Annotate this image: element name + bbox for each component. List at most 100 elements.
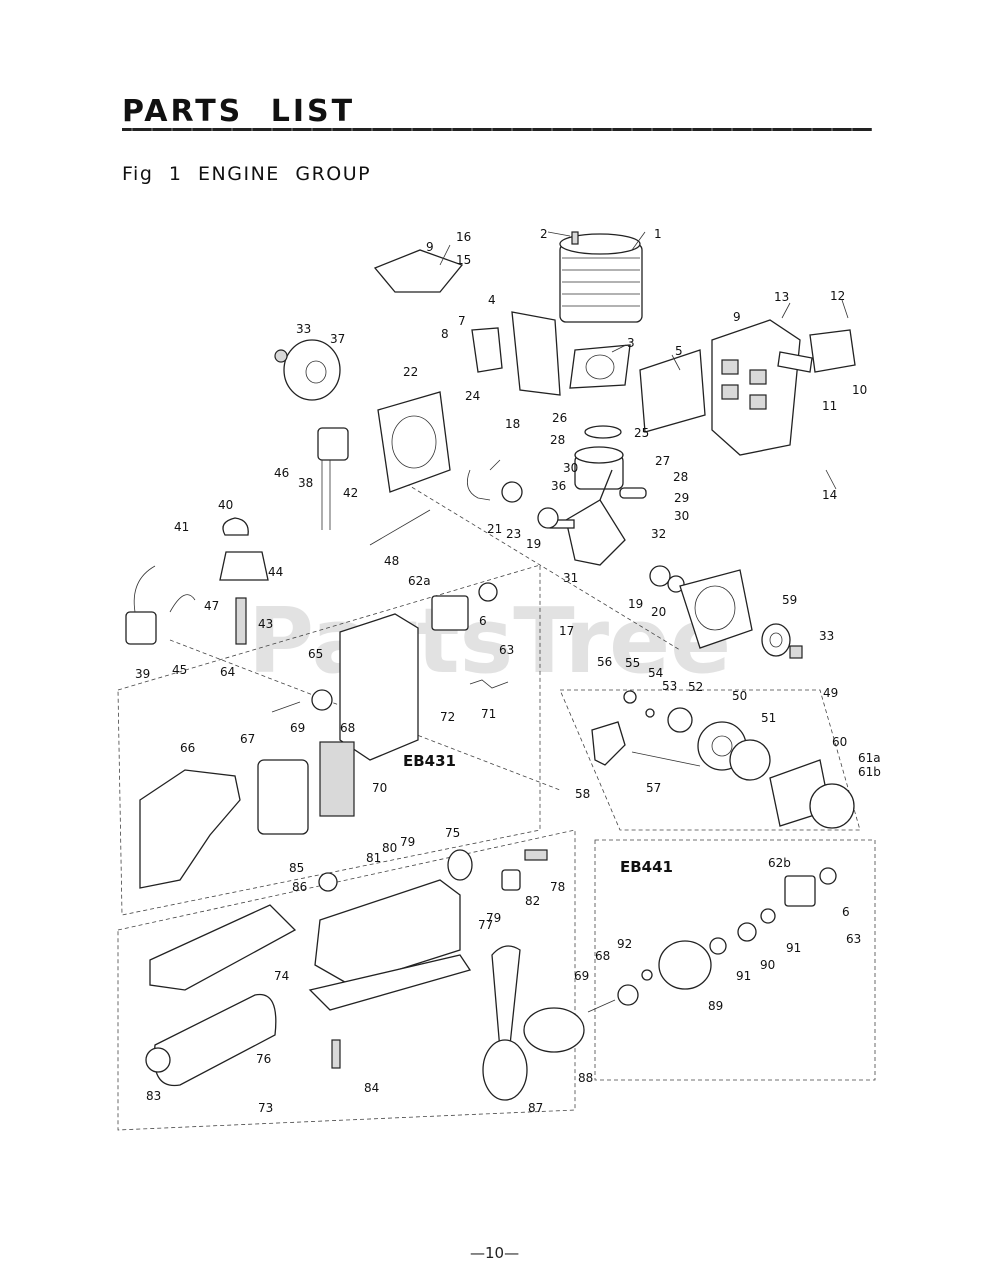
cylinder-part	[559, 233, 643, 323]
choke-plate-part	[311, 689, 333, 711]
callout-label: 38	[298, 476, 313, 490]
bolt-part	[331, 1039, 341, 1069]
nut-part	[789, 645, 803, 659]
callout-label: 63	[846, 932, 861, 946]
callout-label: 77	[478, 918, 493, 932]
retaining-wire-part	[466, 459, 501, 501]
air-cleaner-cover-part	[139, 769, 241, 889]
callout-label: 17	[559, 624, 574, 638]
callout-label: 37	[330, 332, 345, 346]
callout-label: 50	[732, 689, 747, 703]
callout-label: 39	[135, 667, 150, 681]
bracket-part	[809, 329, 856, 373]
page-number: —10—	[470, 1244, 520, 1262]
callout-label: 76	[256, 1052, 271, 1066]
callout-label: 90	[760, 958, 775, 972]
clamp-ring-part	[447, 849, 473, 881]
callout-label: 53	[662, 679, 677, 693]
crankcase-bore	[694, 585, 736, 631]
carburetor-part	[431, 595, 469, 631]
callout-label: 70	[372, 781, 387, 795]
callout-label: 10	[852, 383, 867, 397]
callout-label: 68	[595, 949, 610, 963]
throttle-link-part	[469, 679, 509, 689]
title-rule	[122, 128, 872, 131]
callout-labels: 1 2 9 16 15 4 7 8 3 5 9 13 12 10 11 14 3…	[135, 227, 881, 1115]
callout-label: 49	[823, 686, 838, 700]
air-cleaner-case-part	[339, 613, 419, 761]
callout-label: 27	[655, 454, 670, 468]
piston-ring-part	[584, 425, 622, 439]
callout-label: 5	[675, 344, 683, 358]
callout-label: 6	[842, 905, 850, 919]
callout-label: 26	[552, 411, 567, 425]
callout-label: 62b	[768, 856, 791, 870]
callout-label: 63	[499, 643, 514, 657]
callout-label: 69	[574, 969, 589, 983]
insulator-gasket-part	[511, 311, 561, 396]
callout-label: 71	[481, 707, 496, 721]
muffler-body-part	[145, 993, 277, 1087]
gasket-part	[709, 937, 727, 955]
bracket-plate-part	[777, 351, 813, 373]
callout-label: 31	[563, 571, 578, 585]
callout-label: 43	[258, 617, 273, 631]
callout-label: 16	[456, 230, 471, 244]
callout-label: 51	[761, 711, 776, 725]
callout-label: 60	[832, 735, 847, 749]
callout-label: 25	[634, 426, 649, 440]
callout-label: 2	[540, 227, 548, 241]
crankcase-right-part	[679, 569, 753, 649]
callout-label: 57	[646, 781, 661, 795]
callout-label: 55	[625, 656, 640, 670]
callout-label: 66	[180, 741, 195, 755]
carb-gasket-part	[819, 867, 837, 885]
callout-label: 44	[268, 565, 283, 579]
callout-label: 11	[822, 399, 837, 413]
filter-element-part	[257, 759, 309, 835]
air-cleaner-body-part	[658, 940, 712, 990]
lead-wire-part	[169, 594, 196, 613]
module-part	[125, 611, 157, 645]
callout-label: 79	[486, 911, 501, 925]
callout-label: 65	[308, 647, 323, 661]
callout-label: 28	[673, 470, 688, 484]
hv-lead	[133, 565, 156, 613]
callout-label: 22	[403, 365, 418, 379]
nut-part	[274, 349, 288, 363]
callout-label: 91	[786, 941, 801, 955]
cover-slot	[749, 369, 767, 385]
gasket-plate-part	[373, 249, 464, 293]
callout-label: 79	[400, 835, 415, 849]
elbow-duct-part	[482, 945, 528, 1101]
callout-label: 91	[736, 969, 751, 983]
intake-manifold-part	[471, 327, 503, 373]
callout-label: 89	[708, 999, 723, 1013]
callout-label: 48	[384, 554, 399, 568]
callout-label: 56	[597, 655, 612, 669]
callout-label: 19	[526, 537, 541, 551]
piston-pin-part	[619, 487, 647, 499]
fan-cover-part	[711, 319, 801, 456]
callout-label: 23	[506, 527, 521, 541]
figure-subtitle: Fig 1 ENGINE GROUP	[122, 163, 372, 185]
spacer-part	[501, 869, 521, 891]
ground-wire-part	[369, 509, 431, 546]
bearing-part	[649, 565, 671, 587]
callout-label: 54	[648, 666, 663, 680]
callout-label: 78	[550, 880, 565, 894]
callout-label: 52	[688, 680, 703, 694]
callout-label: 88	[578, 1071, 593, 1085]
reel-hub	[711, 735, 733, 757]
flywheel-part	[283, 339, 341, 401]
bearing-part	[537, 507, 559, 529]
filter-screen-part	[319, 741, 355, 817]
callout-label: 62a	[408, 574, 431, 588]
cover-slot	[749, 394, 767, 410]
callout-label: 40	[218, 498, 233, 512]
heat-shield-part	[639, 349, 706, 433]
plug-boot-part	[219, 551, 269, 581]
callout-label: 4	[488, 293, 496, 307]
callout-label: 81	[366, 851, 381, 865]
